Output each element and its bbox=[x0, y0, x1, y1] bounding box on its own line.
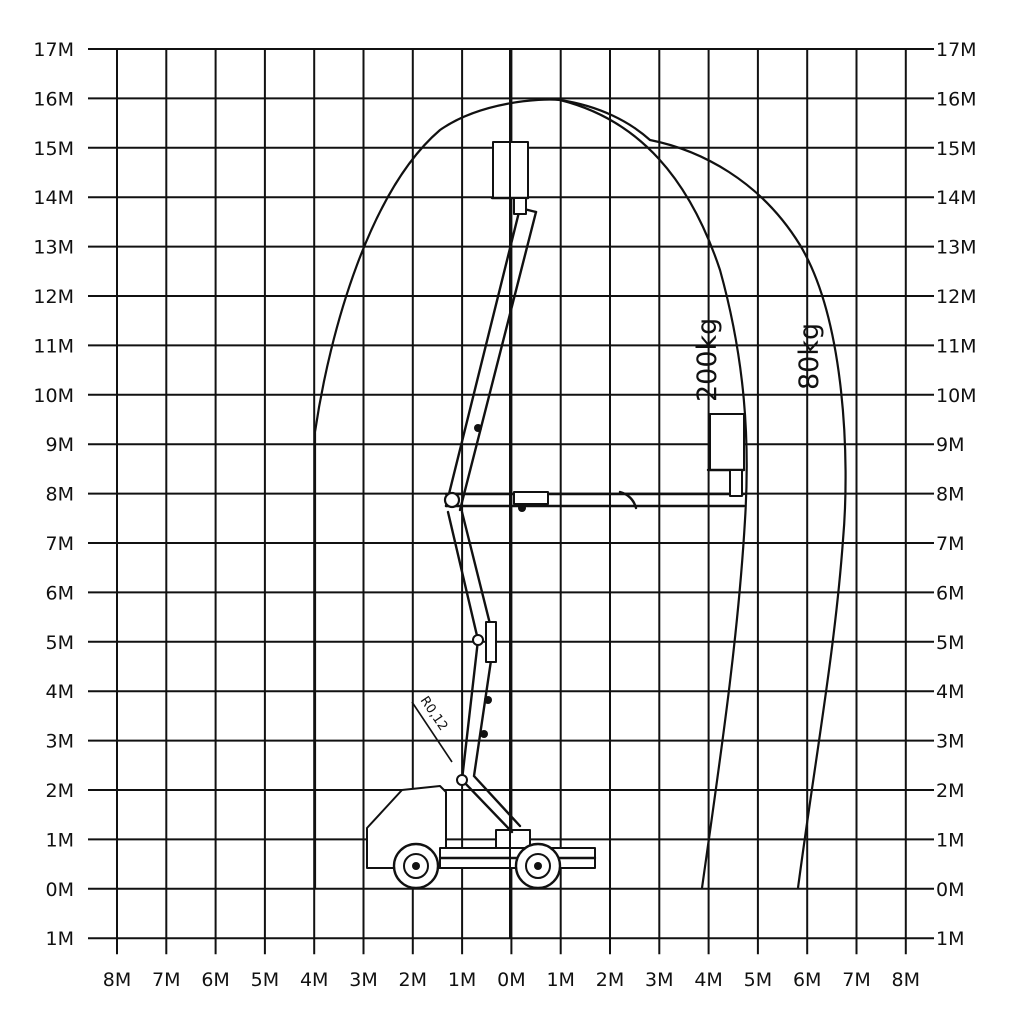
y-tick-label-left: 2M bbox=[46, 780, 74, 802]
y-tick-label-left: 15M bbox=[33, 138, 74, 160]
y-tick-label-right: 17M bbox=[936, 39, 977, 61]
radius-leader-line bbox=[411, 701, 453, 763]
label-200kg: 200kg bbox=[692, 318, 723, 402]
y-tick-label-left: 16M bbox=[33, 88, 74, 110]
x-tick-label: 6M bbox=[793, 969, 821, 991]
label-80kg: 80kg bbox=[794, 323, 825, 390]
y-tick-label-right: 7M bbox=[936, 533, 964, 555]
y-tick-label-right: 9M bbox=[936, 434, 964, 456]
x-tick-label: 7M bbox=[152, 969, 180, 991]
front-wheel bbox=[392, 842, 440, 890]
y-tick-label-left: 17M bbox=[33, 39, 74, 61]
y-tick-label-left: 6M bbox=[46, 582, 74, 604]
y-tick-label-right: 5M bbox=[936, 632, 964, 654]
x-tick-label: 1M bbox=[546, 969, 574, 991]
truck bbox=[366, 785, 597, 890]
y-tick-label-right: 4M bbox=[936, 681, 964, 703]
x-tick-label: 0M bbox=[497, 969, 525, 991]
y-tick-label-right: 8M bbox=[936, 484, 964, 506]
y-tick-label-right: 16M bbox=[936, 88, 977, 110]
lower-boom bbox=[446, 510, 522, 834]
x-tick-label: 4M bbox=[694, 969, 722, 991]
y-tick-label-right: 10M bbox=[936, 385, 977, 407]
y-tick-label-left: 9M bbox=[46, 434, 74, 456]
x-tick-label: 2M bbox=[596, 969, 624, 991]
y-tick-label-right: 2M bbox=[936, 780, 964, 802]
y-tick-label-right: 6M bbox=[936, 582, 964, 604]
x-tick-label: 1M bbox=[448, 969, 476, 991]
y-axis-labels-right: 17M 16M 15M 14M 13M 12M 11M 10M 9M 8M 7M 6M 5M 4M 3M 2M… bbox=[936, 39, 977, 950]
y-tick-label-right: 15M bbox=[936, 138, 977, 160]
x-tick-label: 8M bbox=[892, 969, 920, 991]
y-tick-label-right: 13M bbox=[936, 237, 977, 259]
y-tick-label-right: 0M bbox=[936, 879, 964, 901]
x-tick-label: 4M bbox=[300, 969, 328, 991]
radius-label: R0,12 bbox=[417, 694, 451, 734]
y-tick-label-left: 7M bbox=[46, 533, 74, 555]
x-tick-label: 6M bbox=[201, 969, 229, 991]
y-tick-label-right: 1M bbox=[936, 928, 964, 950]
y-tick-label-left: 14M bbox=[33, 187, 74, 209]
basket-outreach bbox=[709, 413, 745, 471]
x-tick-label: 5M bbox=[251, 969, 279, 991]
y-tick-label-right: 14M bbox=[936, 187, 977, 209]
x-tick-label: 2M bbox=[399, 969, 427, 991]
y-tick-label-left: 0M bbox=[46, 879, 74, 901]
envelope-200kg bbox=[559, 98, 748, 889]
y-tick-label-right: 12M bbox=[936, 286, 977, 308]
x-tick-label: 3M bbox=[349, 969, 377, 991]
y-tick-label-left: 13M bbox=[33, 237, 74, 259]
x-tick-label: 3M bbox=[645, 969, 673, 991]
x-tick-label: 5M bbox=[744, 969, 772, 991]
y-tick-label-left: 8M bbox=[46, 484, 74, 506]
x-axis-labels: 8M 7M 6M 5M 4M 3M 2M 1M 0M 1M 2M 3M 4M 5M 6M 7M 8M bbox=[103, 969, 920, 991]
y-tick-label-left: 1M bbox=[46, 829, 74, 851]
envelope-80kg bbox=[313, 98, 847, 889]
x-tick-label: 8M bbox=[103, 969, 131, 991]
y-tick-label-left: 5M bbox=[46, 632, 74, 654]
y-tick-label-left: 3M bbox=[46, 731, 74, 753]
x-tick-label: 7M bbox=[842, 969, 870, 991]
rear-wheel bbox=[514, 842, 562, 890]
y-tick-label-right: 3M bbox=[936, 731, 964, 753]
y-tick-label-left: 10M bbox=[33, 385, 74, 407]
y-axis-labels-left: 17M 16M 15M 14M 13M 12M 11M 10M 9M 8M 7M 6M 5M 4M 3M 2M… bbox=[33, 39, 74, 950]
y-tick-label-left: 12M bbox=[33, 286, 74, 308]
boom-horizontal bbox=[443, 413, 746, 512]
y-tick-label-left: 11M bbox=[33, 335, 74, 357]
y-tick-label-left: 1M bbox=[46, 928, 74, 950]
y-tick-label-right: 11M bbox=[936, 335, 977, 357]
y-tick-label-left: 4M bbox=[46, 681, 74, 703]
y-tick-label-right: 1M bbox=[936, 829, 964, 851]
turret-base bbox=[495, 829, 531, 849]
